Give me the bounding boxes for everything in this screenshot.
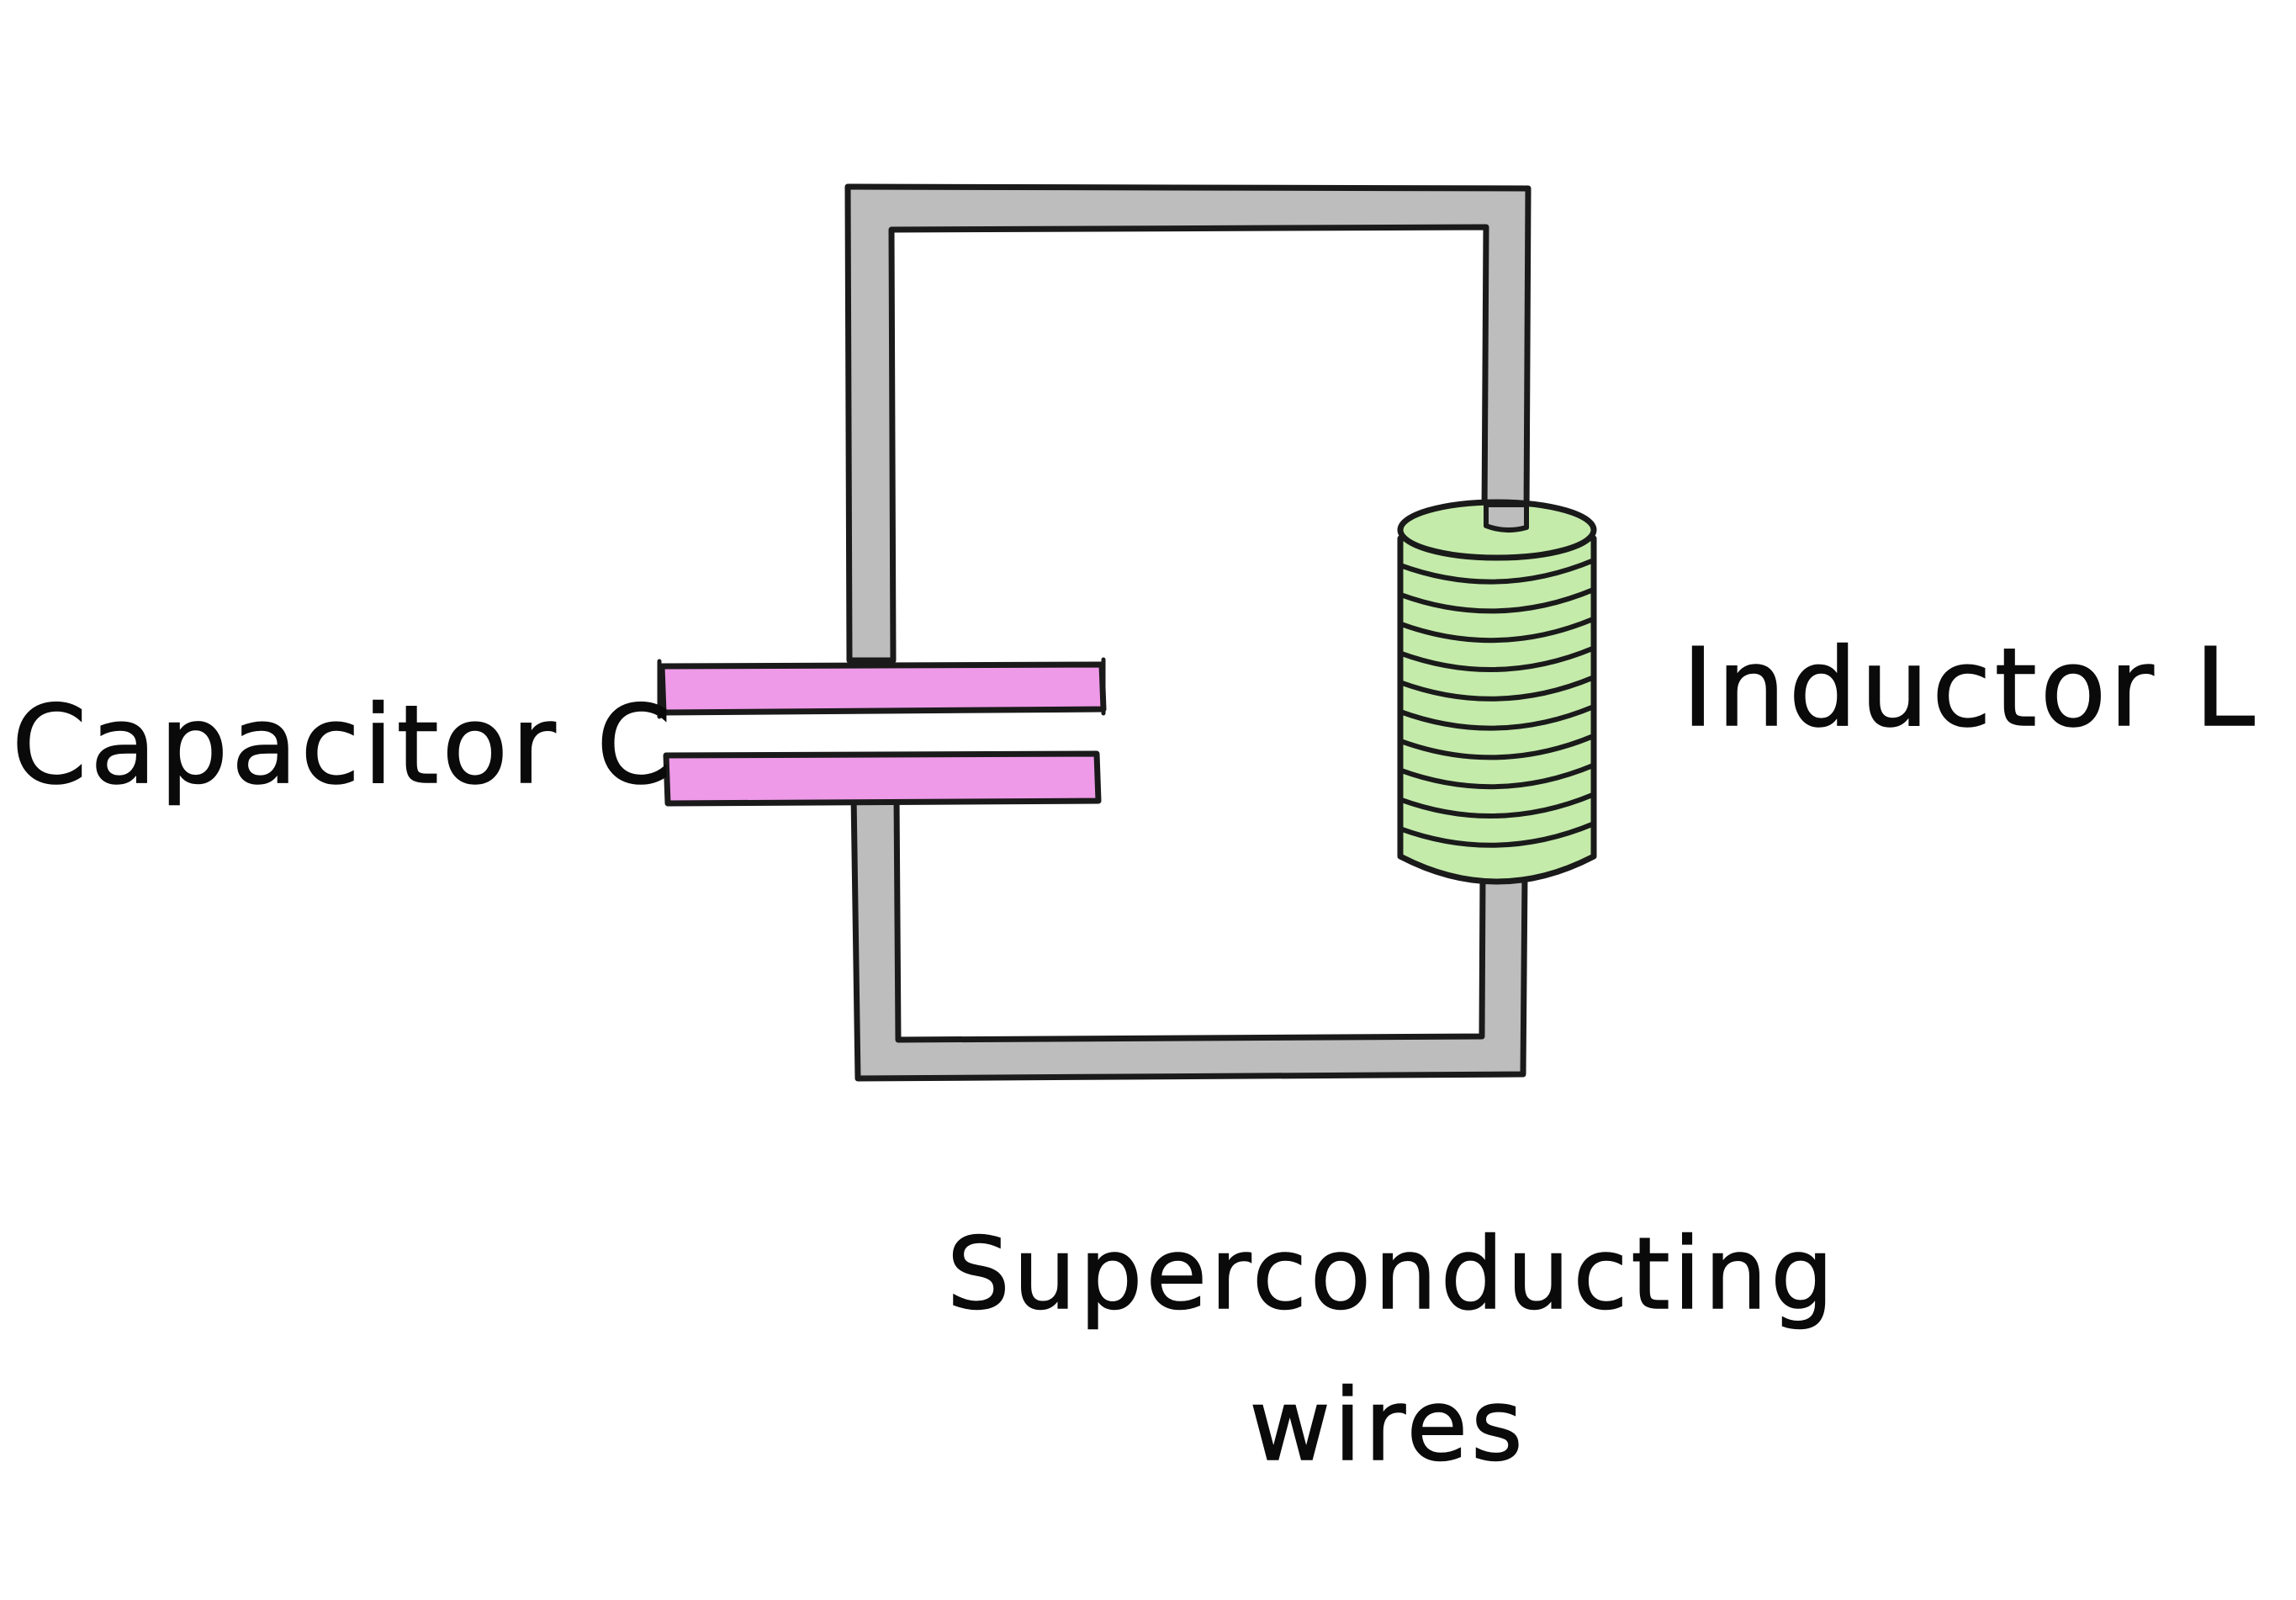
- inductor-winding-turn: [1398, 733, 1596, 760]
- inductor: [1397, 499, 1597, 885]
- inductor-label: Inductor L: [1682, 626, 2258, 751]
- inductor-winding-turn: [1398, 704, 1596, 731]
- inductor-winding-turn: [1398, 675, 1596, 702]
- capacitor-bottom-plate: [663, 750, 1102, 807]
- wires-label-line2: wires: [1249, 1367, 1526, 1483]
- inductor-winding-turn: [1398, 616, 1596, 644]
- inductor-windings: [1398, 558, 1596, 848]
- inductor-winding-turn: [1398, 762, 1596, 790]
- inductor-winding-turn: [1398, 645, 1596, 672]
- inductor-wire-lead: [1484, 502, 1529, 532]
- capacitor-top-plate: [659, 661, 1107, 716]
- capacitor: [657, 657, 1107, 807]
- inductor-winding-turn: [1398, 792, 1596, 819]
- inductor-winding-turn: [1398, 586, 1596, 614]
- capacitor-label: Capacitor C: [12, 683, 675, 808]
- wires-label-line1: Superconducting: [947, 1216, 1837, 1332]
- inductor-winding-turn: [1398, 821, 1596, 848]
- inductor-body: [1397, 535, 1597, 885]
- inductor-winding-turn: [1398, 558, 1596, 585]
